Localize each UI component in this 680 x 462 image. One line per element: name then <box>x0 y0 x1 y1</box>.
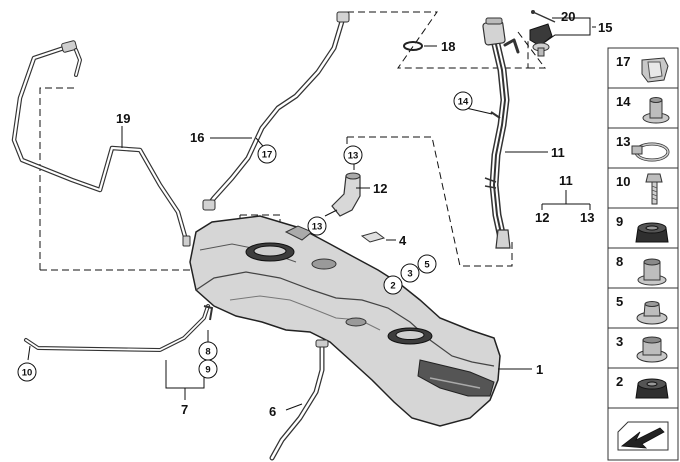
svg-text:10: 10 <box>616 174 630 189</box>
svg-text:13: 13 <box>616 134 630 149</box>
pad-4[interactable] <box>360 231 386 243</box>
tension-strap-6[interactable] <box>269 339 329 461</box>
callout-20[interactable]: 20 <box>561 9 575 24</box>
callout-13-group[interactable]: 13 <box>580 210 594 225</box>
sidebar-item-13[interactable]: 13 <box>607 127 679 169</box>
svg-text:14: 14 <box>616 94 631 109</box>
svg-text:9: 9 <box>205 365 210 376</box>
svg-text:3: 3 <box>616 334 623 349</box>
sidebar-item-10[interactable]: 10 <box>607 167 679 209</box>
callout-16[interactable]: 16 <box>190 130 204 145</box>
callout-11-group[interactable]: 11 <box>559 173 573 188</box>
svg-text:10: 10 <box>22 368 33 379</box>
hose-clamp-icon <box>631 142 670 162</box>
callout-numbers: 1 4 6 7 11 11 12 12 13 15 16 18 19 20 <box>116 9 612 419</box>
callout-4[interactable]: 4 <box>399 233 407 248</box>
illustration-reference-icon <box>617 421 669 451</box>
svg-text:13: 13 <box>348 151 359 162</box>
svg-text:17: 17 <box>616 54 630 69</box>
svg-text:14: 14 <box>458 97 469 108</box>
svg-text:5: 5 <box>424 260 430 271</box>
circled-callout-13b[interactable]: 13 <box>307 216 327 236</box>
breather-hose-16[interactable] <box>202 11 350 211</box>
clip-icon <box>641 57 669 83</box>
valve-15[interactable] <box>529 10 556 57</box>
svg-text:3: 3 <box>407 269 412 280</box>
circled-callout-3[interactable]: 3 <box>400 263 420 283</box>
rubber-mount-icon <box>635 378 669 399</box>
callout-12-group[interactable]: 12 <box>535 210 549 225</box>
svg-text:2: 2 <box>390 281 395 292</box>
circled-callout-8[interactable]: 8 <box>198 341 218 361</box>
tension-strap-7[interactable] <box>24 304 214 352</box>
sidebar-item-9[interactable]: 9 <box>607 207 679 249</box>
sidebar-item-reference[interactable] <box>607 407 679 461</box>
sidebar-item-14[interactable]: 14 <box>607 87 679 129</box>
callout-15[interactable]: 15 <box>598 20 612 35</box>
o-ring-18[interactable] <box>403 41 423 51</box>
sidebar-item-3[interactable]: 3 <box>607 327 679 369</box>
svg-text:8: 8 <box>616 254 623 269</box>
circled-callout-14[interactable]: 14 <box>453 91 473 111</box>
circled-callout-5[interactable]: 5 <box>417 254 437 274</box>
spacer-sleeve-icon <box>637 258 667 286</box>
sidebar-item-8[interactable]: 8 <box>607 247 679 289</box>
circled-callout-10[interactable]: 10 <box>17 362 37 382</box>
callout-19[interactable]: 19 <box>116 111 130 126</box>
svg-text:9: 9 <box>616 214 623 229</box>
expanding-nut-icon <box>642 97 670 124</box>
parts-sidebar: 17 14 13 <box>607 47 679 461</box>
circled-callout-13a[interactable]: 13 <box>343 145 363 165</box>
svg-text:2: 2 <box>616 374 623 389</box>
circled-callout-17[interactable]: 17 <box>257 144 277 164</box>
sidebar-item-17[interactable]: 17 <box>607 47 679 89</box>
sidebar-item-5[interactable]: 5 <box>607 287 679 329</box>
callout-7[interactable]: 7 <box>181 402 188 417</box>
grommet-icon <box>635 222 669 243</box>
circled-callouts: 13 13 14 17 2 3 5 8 9 10 <box>17 91 473 382</box>
svg-text:8: 8 <box>205 347 210 358</box>
callout-12[interactable]: 12 <box>373 181 387 196</box>
hose-12[interactable] <box>331 172 361 217</box>
circled-callout-2[interactable]: 2 <box>383 275 403 295</box>
callout-18[interactable]: 18 <box>441 39 455 54</box>
callout-1[interactable]: 1 <box>536 362 543 377</box>
bolt-icon <box>645 173 663 205</box>
filler-neck-11[interactable] <box>482 17 520 249</box>
circled-callout-9[interactable]: 9 <box>198 359 218 379</box>
sidebar-item-2[interactable]: 2 <box>607 367 679 409</box>
fuel-line-19[interactable] <box>11 40 191 247</box>
callout-11[interactable]: 11 <box>551 145 565 160</box>
damper-icon <box>636 336 668 363</box>
fuel-tank-1[interactable] <box>189 215 501 427</box>
washer-nut-icon <box>636 301 668 325</box>
svg-text:5: 5 <box>616 294 623 309</box>
svg-text:13: 13 <box>312 222 323 233</box>
callout-6[interactable]: 6 <box>269 404 276 419</box>
svg-text:17: 17 <box>262 150 273 161</box>
